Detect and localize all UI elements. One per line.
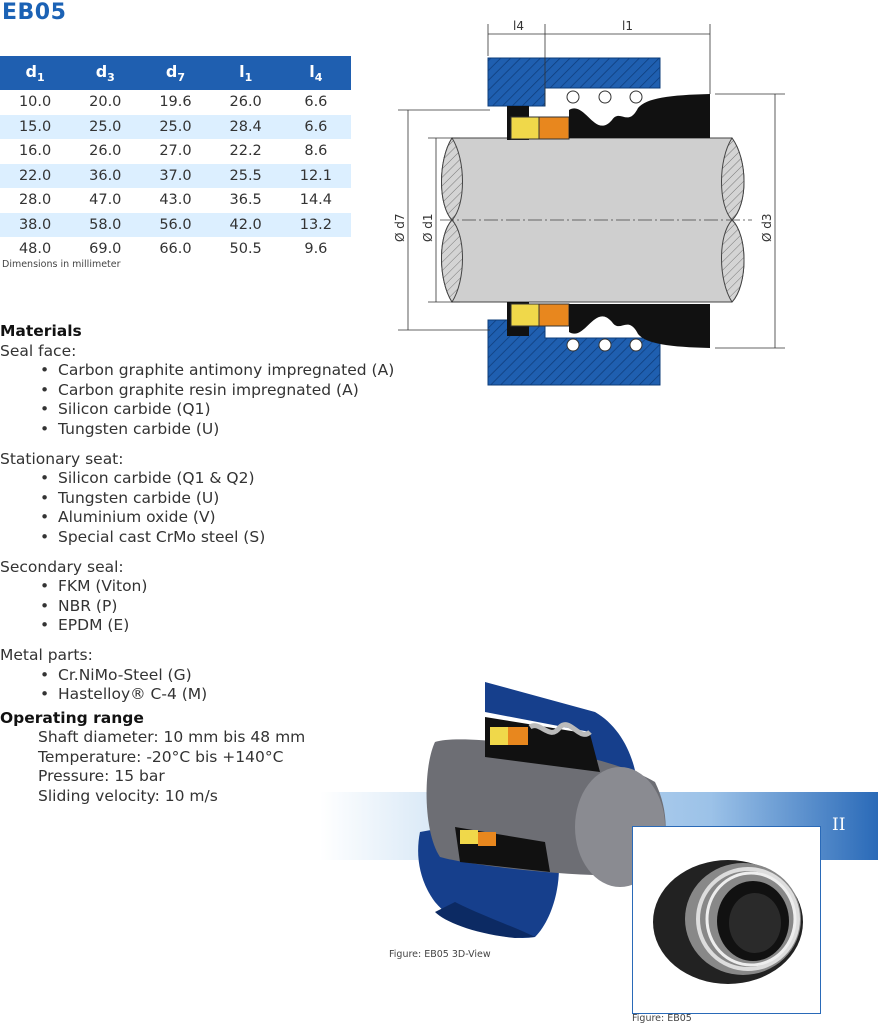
list-item: Silicon carbide (Q1) — [40, 400, 400, 420]
product-photo — [653, 860, 803, 984]
operating-line-velocity: Sliding velocity: 10 m/s — [38, 787, 218, 806]
table-cell: 25.5 — [210, 163, 281, 188]
seal-face-orange-bottom — [538, 303, 570, 327]
bellows-top — [569, 94, 710, 138]
secondary-seal-list: FKM (Viton) NBR (P) EPDM (E) — [0, 577, 400, 636]
units-note: Dimensions in millimeter — [2, 259, 121, 270]
caption-photo: Figure: EB05 — [632, 1013, 692, 1024]
table-cell: 28.4 — [210, 114, 281, 139]
table-row: 48.0 69.0 66.0 50.5 9.6 — [0, 237, 351, 262]
seal-face-orange-top — [538, 116, 570, 140]
table-cell: 22.0 — [0, 163, 71, 188]
table-cell: 20.0 — [89, 94, 122, 111]
group-label-seal-face: Seal face: — [0, 341, 77, 360]
table-cell: 42.0 — [210, 212, 281, 237]
list-item: Hastelloy® C-4 (M) — [40, 685, 400, 705]
table-cell: 6.6 — [304, 94, 328, 111]
table-cell: 26.0 — [229, 94, 262, 111]
product-photo-frame — [632, 826, 821, 1014]
col-header-d3: d3 — [70, 56, 141, 90]
table-cell: 12.1 — [280, 163, 351, 188]
table-cell: 36.0 — [70, 163, 141, 188]
table-cell: 25.0 — [140, 114, 211, 139]
page-title: EB05 — [2, 0, 67, 25]
stationary-seat-list: Silicon carbide (Q1 & Q2) Tungsten carbi… — [0, 469, 400, 547]
table-cell: 36.5 — [229, 192, 262, 209]
list-item: FKM (Viton) — [40, 577, 400, 597]
operating-range-heading: Operating range — [0, 708, 144, 727]
table-cell: 6.6 — [280, 114, 351, 139]
dim-label-l1: l1 — [622, 19, 633, 33]
table-cell: 66.0 — [159, 241, 192, 258]
list-item: Cr.NiMo-Steel (G) — [40, 666, 400, 686]
group-label-secondary-seal: Secondary seal: — [0, 557, 124, 576]
materials-heading: Materials — [0, 322, 82, 340]
seal-face-yellow-top — [510, 116, 540, 140]
list-item: Aluminium oxide (V) — [40, 508, 400, 528]
table-cell: 48.0 — [18, 241, 52, 258]
list-item: Silicon carbide (Q1 & Q2) — [40, 469, 400, 489]
seal-face-yellow-bottom — [510, 303, 540, 327]
seal-3d-view — [418, 682, 666, 938]
section-number: II — [832, 815, 846, 835]
table-cell: 28.0 — [18, 192, 52, 209]
table-cell: 37.0 — [140, 163, 211, 188]
bellows-bottom — [569, 304, 710, 348]
table-row: 28.0 47.0 43.0 36.5 14.4 — [0, 188, 351, 213]
table-row: 10.0 20.0 19.6 26.0 6.6 — [0, 90, 351, 115]
table-row: 16.0 26.0 27.0 22.2 8.6 — [0, 139, 351, 164]
col-header-l1: l1 — [210, 56, 281, 90]
table-cell: 47.0 — [89, 192, 122, 209]
dim-label-d1: Ø d1 — [421, 213, 435, 242]
metal-parts-list: Cr.NiMo-Steel (G) Hastelloy® C-4 (M) — [0, 666, 400, 705]
list-item: Carbon graphite antimony impregnated (A) — [40, 361, 400, 381]
cross-section-drawing: l4 l1 Ø d7 Ø d1 Ø d3 — [393, 19, 785, 386]
list-item: NBR (P) — [40, 597, 400, 617]
dim-label-d3: Ø d3 — [760, 213, 774, 242]
col-header-d7: d7 — [140, 56, 211, 90]
operating-line-pressure: Pressure: 15 bar — [38, 767, 165, 786]
table-cell: 58.0 — [70, 212, 141, 237]
list-item: Tungsten carbide (U) — [40, 489, 400, 509]
table-cell: 14.4 — [299, 192, 333, 209]
operating-line-shaft: Shaft diameter: 10 mm bis 48 mm — [38, 728, 306, 747]
table-cell: 43.0 — [159, 192, 192, 209]
col-header-d1: d1 — [0, 56, 71, 90]
col-header-l4: l4 — [280, 56, 351, 90]
table-cell: 13.2 — [280, 212, 351, 237]
table-cell: 8.6 — [304, 143, 328, 160]
table-cell: 22.2 — [229, 143, 262, 160]
table-cell: 50.5 — [229, 241, 262, 258]
table-cell: 69.0 — [89, 241, 122, 258]
materials-section: Materials Seal face: Carbon graphite ant… — [0, 322, 400, 807]
caption-3d-view: Figure: EB05 3D-View — [389, 949, 491, 960]
operating-line-temperature: Temperature: -20°C bis +140°C — [38, 747, 284, 766]
dim-label-l4: l4 — [513, 19, 524, 33]
dim-label-d7: Ø d7 — [393, 213, 407, 242]
table-cell: 9.6 — [304, 241, 328, 258]
seal-face-list: Carbon graphite antimony impregnated (A)… — [0, 361, 400, 439]
table-cell: 26.0 — [89, 143, 122, 160]
table-cell: 25.0 — [70, 114, 141, 139]
table-header-row: d1 d3 d7 l1 l4 — [0, 56, 351, 90]
table-cell: 15.0 — [0, 114, 71, 139]
table-cell: 10.0 — [18, 94, 52, 111]
table-cell: 56.0 — [140, 212, 211, 237]
list-item: Carbon graphite resin impregnated (A) — [40, 381, 400, 401]
group-label-stationary-seat: Stationary seat: — [0, 449, 124, 468]
table-cell: 38.0 — [0, 212, 71, 237]
table-cell: 16.0 — [18, 143, 52, 160]
table-cell: 19.6 — [159, 94, 192, 111]
table-cell: 27.0 — [159, 143, 192, 160]
list-item: Tungsten carbide (U) — [40, 420, 400, 440]
list-item: Special cast CrMo steel (S) — [40, 528, 400, 548]
list-item: EPDM (E) — [40, 616, 400, 636]
group-label-metal-parts: Metal parts: — [0, 645, 93, 664]
